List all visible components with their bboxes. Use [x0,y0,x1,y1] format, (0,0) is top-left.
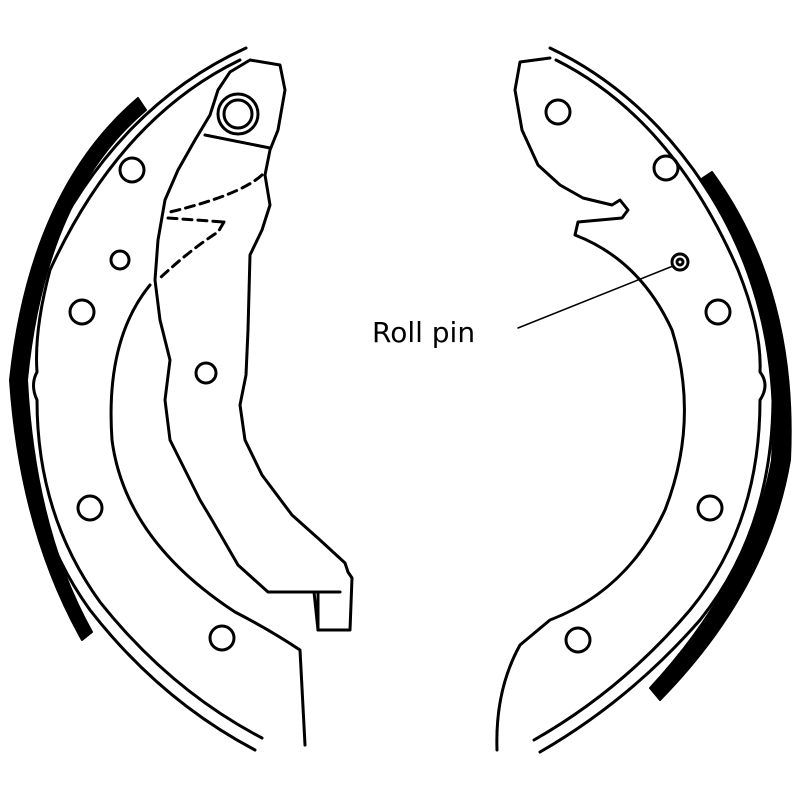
left-shoe-web-outline [153,58,354,632]
right-shoe-rivet-hole [696,494,724,522]
right-shoe-rivet-hole [564,626,592,654]
left-shoe-hidden-line [166,216,226,224]
roll-pin-label: Roll pin [372,316,475,349]
left-shoe-rivet-hole [109,249,131,271]
left-shoe-hidden-line [158,220,226,280]
right-shoe-friction-lining [649,171,792,701]
left-shoe-pivot-hole-outer [216,92,260,136]
left-shoe-end-lug [312,590,342,632]
left-shoe-hidden-line [168,173,264,214]
left-shoe-inner-rib [109,283,307,747]
left-shoe-inner-rim [32,58,264,740]
left-shoe-rivet-hole [76,494,104,522]
left-shoe-rivet-hole [118,156,146,184]
left-shoe-pivot-hole-inner [222,98,254,130]
right-brake-shoe [495,46,792,754]
left-shoe-friction-lining [9,97,147,641]
roll-pin-leader-line [517,265,674,329]
left-shoe-anchor-lug [203,133,272,150]
roll-pin-inner [675,257,685,267]
right-shoe-web-outline [495,56,686,752]
left-brake-shoe [9,46,354,752]
left-shoe-outer-rim [20,46,257,752]
right-shoe-rivet-hole [544,98,572,126]
right-shoe-outer-rim [538,46,779,754]
left-shoe-rivet-hole [68,298,96,326]
right-shoe-rivet-hole [704,298,732,326]
roll-pin-outer [670,252,690,272]
right-shoe-inner-rim [532,58,767,742]
left-shoe-rivet-hole [194,361,218,385]
right-shoe-rivet-hole [652,154,680,182]
left-shoe-rivet-hole [208,624,236,652]
